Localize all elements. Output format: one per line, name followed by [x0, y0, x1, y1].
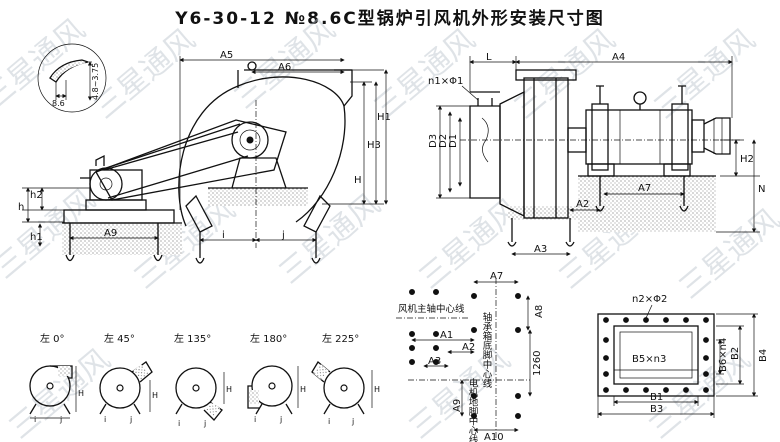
dim-i: i [222, 230, 225, 241]
rot-dim-j: j [203, 419, 206, 428]
fdn-dim-A7: A7 [490, 271, 503, 282]
rotation-label: 左 0° [40, 332, 65, 345]
flange-view: n2×Φ2 B5×n3 B6×n4 B2 B4 B1 B3 [597, 294, 769, 418]
rot-dim-H: H [226, 385, 232, 394]
dim-H2: H2 [740, 154, 754, 165]
rot-dim-i: i [178, 419, 180, 428]
flange-B4: B4 [758, 349, 769, 362]
foundation-layout: 风机主轴中心线 轴承箱底脚中心线 电机地脚中心线 A7 [396, 271, 545, 442]
rot-dim-j: j [59, 415, 62, 424]
dim-h2: h2 [30, 190, 43, 201]
rot-dim-i: i [34, 415, 36, 424]
dim-A7: A7 [638, 183, 651, 194]
side-view: L A4 n1×Φ1 D3 D2 D1 A7 A2 A3 H2 N [428, 52, 765, 257]
fdn-dim-A10: A10 [484, 432, 504, 442]
dim-A9: A9 [104, 228, 117, 239]
dim-A2: A2 [576, 199, 589, 210]
rot-dim-H: H [78, 389, 84, 398]
watermark: 三星通风 [368, 22, 482, 126]
dim-A4: A4 [612, 52, 625, 63]
dim-N: N [758, 184, 765, 195]
rotation-label: 左 225° [322, 332, 359, 345]
bearing-center-line-label: 轴承箱底脚中心线 [481, 311, 493, 388]
fan-bolt-holes [409, 289, 439, 365]
shaft-center-line-label: 风机主轴中心线 [398, 303, 465, 315]
watermark: 三星通风 [88, 22, 202, 126]
fdn-dim-A8: A8 [534, 305, 545, 318]
rotation-variants: 左 0° 左 45° 左 135° 左 180° 左 225° H i j H [29, 332, 380, 428]
flange-B1: B1 [650, 392, 663, 403]
dim-D1: D1 [448, 134, 459, 148]
rotation-label: 左 45° [104, 332, 135, 345]
rotation-45-deg: H i j [99, 361, 158, 424]
fdn-dim-A9: A9 [452, 399, 463, 412]
front-view: A5 A6 H H3 H1 h h2 h1 A9 i j [18, 50, 391, 264]
flange-B6n4: B6×n4 [718, 338, 729, 372]
dim-A6: A6 [278, 62, 291, 73]
fdn-dim-A3: A3 [428, 356, 441, 367]
watermark: 三星通风 [403, 342, 517, 442]
rot-dim-H: H [374, 385, 380, 394]
rotation-180-deg: H i j [247, 365, 306, 424]
rot-dim-j: j [279, 415, 282, 424]
rot-dim-j: j [129, 415, 132, 424]
fdn-dim-A1: A1 [440, 330, 453, 341]
dim-A5: A5 [220, 50, 233, 61]
flange-bolt-holes [603, 317, 709, 393]
rotation-label: 左 180° [250, 332, 287, 345]
dim-L: L [486, 52, 492, 63]
flange-n2phi2: n2×Φ2 [632, 294, 667, 305]
dim-n1phi1: n1×Φ1 [428, 76, 463, 87]
dim-j: j [281, 230, 285, 241]
rot-dim-i: i [328, 417, 330, 426]
dim-D3: D3 [428, 134, 439, 148]
rot-dim-i: i [254, 415, 256, 424]
dim-D2: D2 [438, 134, 449, 148]
rotation-0-deg: H i j [29, 365, 84, 424]
rot-dim-H: H [152, 391, 158, 400]
page-title: Y6-30-12 №8.6C型锅炉引风机外形安装尺寸图 [175, 9, 605, 29]
rotation-225-deg: H i j [311, 361, 380, 426]
detail-dim-2: 4.8~3.75 [91, 63, 100, 100]
detail-view: 8.6 4.8~3.75 [37, 43, 107, 113]
dim-H3: H3 [367, 140, 381, 151]
fdn-dim-1260: 1260 [532, 351, 543, 376]
rotation-label: 左 135° [174, 332, 211, 345]
rot-dim-i: i [104, 415, 106, 424]
flange-B2: B2 [730, 347, 741, 360]
detail-dim-1: 8.6 [52, 99, 65, 108]
flange-B3: B3 [650, 404, 663, 415]
rotation-135-deg: H i j [175, 367, 232, 428]
rot-dim-j: j [351, 417, 354, 426]
rot-dim-H: H [300, 385, 306, 394]
flange-B5n3: B5×n3 [632, 354, 666, 365]
dim-h: h [18, 202, 24, 213]
motor-center-line-label: 电机地脚中心线 [467, 377, 479, 442]
dim-A3: A3 [534, 244, 547, 255]
dim-h1: h1 [30, 232, 43, 243]
dim-H: H [354, 175, 362, 186]
dim-H1: H1 [377, 112, 391, 123]
fdn-dim-A2: A2 [462, 342, 475, 353]
